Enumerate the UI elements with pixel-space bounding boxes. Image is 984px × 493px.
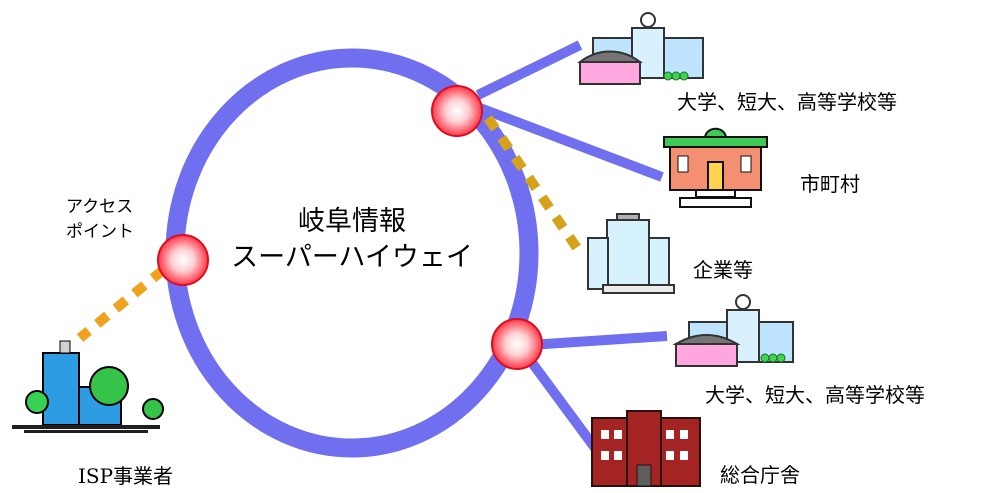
hub-title-line2: スーパーハイウェイ bbox=[231, 242, 473, 273]
hub-title-line1: 岐阜情報 bbox=[298, 206, 406, 237]
label-government: 総合庁舎 bbox=[720, 463, 800, 487]
dashed-link-enterprise bbox=[483, 115, 582, 251]
label-municipality: 市町村 bbox=[800, 172, 860, 196]
label-enterprise: 企業等 bbox=[693, 258, 753, 282]
link-university-bottom bbox=[529, 331, 668, 350]
municipal-office-icon bbox=[663, 127, 768, 208]
node-ball-top bbox=[431, 85, 483, 137]
label-university-bottom: 大学、短大、高等学校等 bbox=[705, 383, 925, 407]
label-isp: ISP事業者 bbox=[78, 464, 174, 488]
label-university-top: 大学、短大、高等学校等 bbox=[677, 90, 897, 114]
link-university-top bbox=[475, 40, 583, 100]
access-point-line2: ポイント bbox=[66, 222, 134, 242]
university-building-icon-bottom bbox=[672, 294, 794, 367]
node-ball-access bbox=[157, 234, 209, 286]
government-building-icon bbox=[591, 410, 701, 487]
isp-building-icon bbox=[12, 340, 164, 433]
access-point-line1: アクセス bbox=[66, 197, 134, 217]
dashed-link-isp bbox=[76, 266, 167, 342]
office-building-icon bbox=[587, 213, 675, 294]
link-government bbox=[525, 357, 600, 451]
university-building-icon-top bbox=[577, 12, 704, 85]
node-ball-bottom bbox=[491, 318, 543, 370]
link-municipality bbox=[478, 103, 664, 182]
